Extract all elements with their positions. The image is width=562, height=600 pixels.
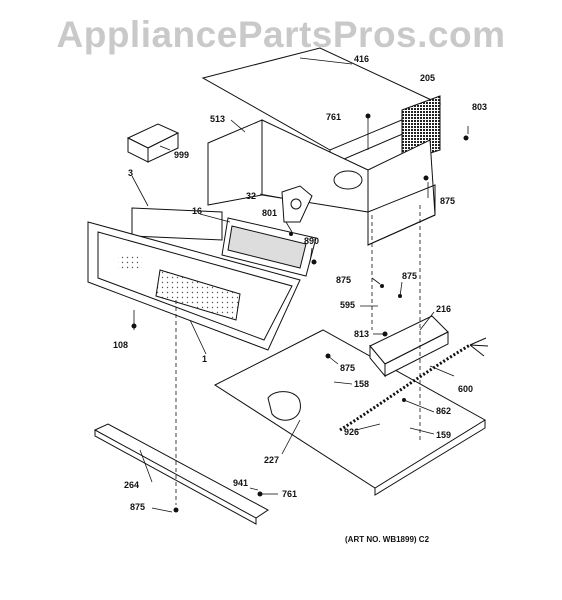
callout-941: 941 [233,478,248,488]
trim-strip [93,423,269,519]
callout-227: 227 [264,455,279,465]
callout-3: 3 [128,168,133,178]
callout-999: 999 [174,150,189,160]
display-window [155,269,241,321]
callout-159: 159 [436,430,451,440]
watermark: AppliancePartsPros.com [56,14,506,55]
callout-803: 803 [472,102,487,112]
callout-875: 875 [440,196,455,206]
callout-264: 264 [124,480,139,490]
callout-875: 875 [130,502,145,512]
callout-926: 926 [344,427,359,437]
callout-416: 416 [354,54,369,64]
callout-813: 813 [354,329,369,339]
callout-16: 16 [192,206,202,216]
callout-595: 595 [340,300,355,310]
callout-205: 205 [420,73,435,83]
rear-panel-3 [131,207,223,241]
callout-761: 761 [326,112,341,122]
callout-216: 216 [436,304,451,314]
callout-890: 890 [304,236,319,246]
callout-32: 32 [246,191,256,201]
callout-108: 108 [113,340,128,350]
callout-600: 600 [458,384,473,394]
side-panel-right [367,139,436,246]
callout-761: 761 [282,489,297,499]
callout-513: 513 [210,114,225,124]
clock-motor [281,185,313,223]
wire-harness [339,343,471,432]
callout-875: 875 [402,271,417,281]
callout-875: 875 [340,363,355,373]
art-number: (ART NO. WB1899) C2 [345,535,430,544]
callout-801: 801 [262,208,277,218]
callout-158: 158 [354,379,369,389]
callout-1: 1 [202,354,207,364]
callout-862: 862 [436,406,451,416]
callout-875: 875 [336,275,351,285]
